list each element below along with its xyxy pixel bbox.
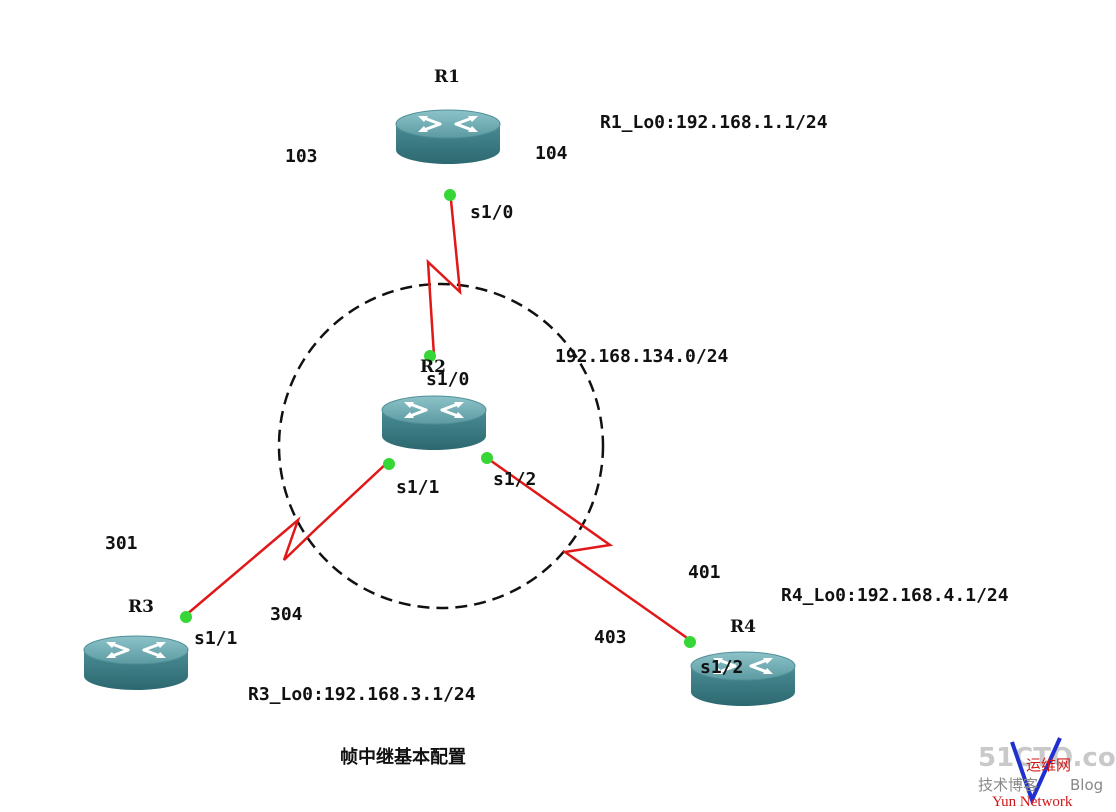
port-dot-r1-s10 (444, 189, 456, 201)
diagram-title: 帧中继基本配置 (340, 746, 466, 768)
watermark-line1: 技术博客 (978, 776, 1038, 794)
link-r2-r4 (486, 456, 691, 642)
dlci-104: 104 (535, 143, 568, 164)
r4-loopback-label: R4_Lo0:192.168.4.1/24 (781, 585, 1009, 606)
router-r4-label: R4 (730, 617, 756, 637)
port-dot-r2-s10 (424, 350, 436, 362)
interface-r2-s11: s1/1 (396, 477, 439, 498)
dlci-304: 304 (270, 604, 303, 625)
interface-r3-s11: s1/1 (194, 628, 237, 649)
watermark: 51CTO.com 运维网 技术博客 Blog Yun Network (978, 737, 1116, 810)
watermark-blog: Blog (1070, 776, 1103, 794)
router-r2-label: R2 (420, 357, 446, 377)
interface-r2-s10: s1/0 (426, 369, 469, 390)
dlci-103: 103 (285, 146, 318, 167)
ports (180, 189, 696, 648)
dlci-403: 403 (594, 627, 627, 648)
interface-r2-s12: s1/2 (493, 469, 536, 490)
router-r1[interactable] (394, 108, 502, 166)
network-label: 192.168.134.0/24 (555, 346, 729, 367)
watermark-brand: Yun Network (992, 794, 1073, 810)
router-r2[interactable] (380, 394, 488, 452)
router-r1-label: R1 (434, 67, 460, 87)
watermark-brand-cn: 运维网 (1026, 757, 1071, 774)
port-dot-r4-s12 (684, 636, 696, 648)
dlci-301: 301 (105, 533, 138, 554)
port-dot-r3-s11 (180, 611, 192, 623)
link-r1-r2 (426, 189, 462, 357)
router-r3-label: R3 (128, 597, 154, 617)
r3-loopback-label: R3_Lo0:192.168.3.1/24 (248, 684, 476, 705)
interface-r1-s10: s1/0 (470, 202, 513, 223)
links (185, 189, 691, 642)
interface-r4-s12: s1/2 (700, 657, 743, 678)
watermark-v-logo (1010, 737, 1062, 806)
dlci-401: 401 (688, 562, 721, 583)
port-dot-r2-s12 (481, 452, 493, 464)
frame-relay-cloud (277, 282, 605, 610)
port-dot-r2-s11 (383, 458, 395, 470)
link-r2-r3 (185, 461, 389, 616)
router-r3[interactable] (82, 634, 190, 692)
r1-loopback-label: R1_Lo0:192.168.1.1/24 (600, 112, 828, 133)
